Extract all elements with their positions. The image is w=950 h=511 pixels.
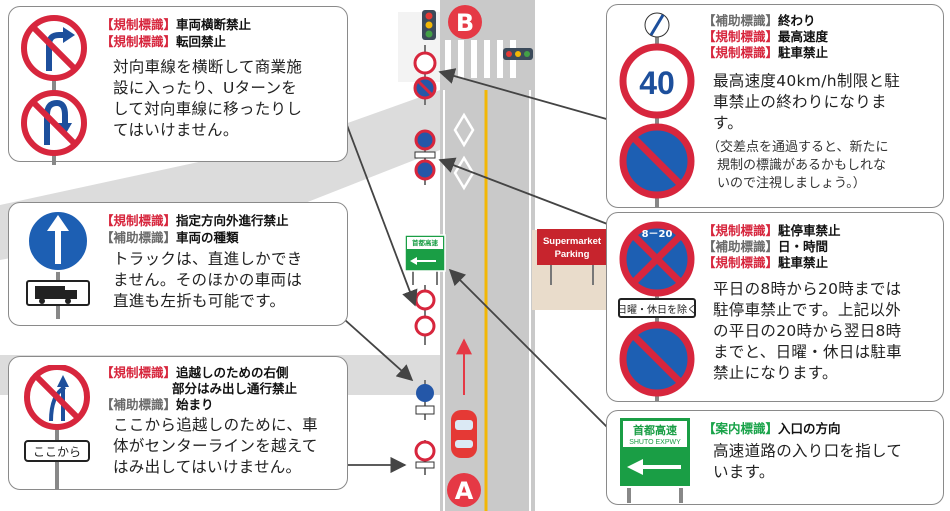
svg-text:B: B xyxy=(456,9,474,37)
callout-tag-line: 【規制標識】車両横断禁止 xyxy=(101,17,252,32)
callout-no-passing-zone: ここから 【規制標識】追越しのための右側 部分はみ出し通行禁止 【補助標識】始ま… xyxy=(8,356,348,490)
pole-signs-no-passing xyxy=(414,440,436,475)
callout-body: 平日の8時から20時までは駐停車禁止です。上記以外の平日の20時から翌日8時まで… xyxy=(713,280,902,382)
callout-tag-line: 【規制標識】駐車禁止 xyxy=(703,45,829,60)
diamond-marking xyxy=(453,155,475,191)
sign-label-start: ここから xyxy=(33,445,81,459)
pole-signs-end xyxy=(413,45,437,105)
callout-designated-direction: 【規制標識】指定方向外進行禁止 【補助標識】車両の種類 トラックは、直進しかでき… xyxy=(8,202,348,326)
callout-body: 対向車線を横断して商業施設に入ったり、Uターンをして対向車線に移ったりしてはいけ… xyxy=(113,58,303,139)
callout-tag-line: 【補助標識】終わり xyxy=(703,13,816,28)
supermarket-sign-line1: Supermarket xyxy=(543,236,602,247)
pole-signs-no-uturn xyxy=(414,285,436,345)
callout-tag-line: 【規制標識】指定方向外進行禁止 xyxy=(101,213,289,228)
callout-end-of-restriction: 40 【補助標識】終わり 【規制標識】最高速度 【規制標識】駐車禁止 最高速度4… xyxy=(606,4,944,208)
supermarket-sign-line2: Parking xyxy=(555,249,590,260)
svg-text:A: A xyxy=(455,477,474,505)
callout-note: （交差点を通過すると、新たに規制の標識があるかもしれないので注視しましょう。） xyxy=(707,140,889,191)
callout-no-right-turn-u-turn: 【規制標識】車両横断禁止 【規制標識】転回禁止 対向車線を横断して商業施設に入っ… xyxy=(8,6,348,165)
callout-no-stopping-parking: 8－20 日曜・休日を除く 【規制標識】駐停車禁止 【補助標識】日・時間 【規制… xyxy=(606,212,944,402)
callout-tag-line: 【案内標識】入口の方向 xyxy=(703,421,841,436)
callout-expressway-entrance: 首都高速 SHUTO EXPWY 【案内標識】入口の方向 高速道路の入り口を指し… xyxy=(606,410,944,505)
pole-signs-no-stopping xyxy=(414,129,436,185)
supermarket-sign: Supermarket Parking xyxy=(537,229,607,285)
callout-tag-line: 【規制標識】追越しのための右側 xyxy=(101,365,289,380)
callout-body: 最高速度40km/h制限と駐車禁止の終わりになります。 xyxy=(713,72,901,132)
expressway-sign-small: 首都高速 xyxy=(404,234,446,285)
callout-tag-line: 【補助標識】日・時間 xyxy=(703,239,829,254)
no-passing-sign-icon: ここから xyxy=(24,365,90,489)
callout-body: ここから追越しのために、車体がセンターラインを越えてはみ出してはいけません。 xyxy=(113,416,318,476)
small-sign-text: 首都高速 xyxy=(412,238,439,247)
callout-tag-line: 【補助標識】車両の種類 xyxy=(101,230,239,245)
diamond-marking xyxy=(453,112,475,148)
expressway-entrance-sign-icon: 首都高速 SHUTO EXPWY xyxy=(618,416,692,503)
connector-arrows xyxy=(344,68,611,474)
traffic-light-north xyxy=(422,10,436,40)
callout-body: トラックは、直進しかできません。そのほかの車両は直進も左折も可能です。 xyxy=(113,250,303,310)
marker-b: B xyxy=(448,5,482,39)
callout-tag-line: 【規制標識】最高速度 xyxy=(703,29,829,44)
car xyxy=(451,410,477,458)
no-right-turn-sign-icon xyxy=(21,15,87,165)
callout-tag-line: 部分はみ出し通行禁止 xyxy=(172,381,298,396)
speed-limit-number: 40 xyxy=(639,65,675,101)
no-stopping-sign-icon: 8－20 日曜・休日を除く xyxy=(617,221,697,401)
traffic-light-east xyxy=(503,48,533,60)
callout-body: 高速道路の入り口を指しています。 xyxy=(713,442,903,481)
expressway-sign-line1: 首都高速 xyxy=(633,423,677,437)
expressway-sign-line2: SHUTO EXPWY xyxy=(629,439,681,446)
straight-only-sign-icon xyxy=(26,210,90,319)
callout-tag-line: 【補助標識】始まり xyxy=(101,397,214,412)
callout-tag-line: 【規制標識】駐車禁止 xyxy=(703,255,829,270)
end-speed-parking-sign-icon: 40 xyxy=(619,12,695,207)
sign-time-range: 8－20 xyxy=(642,229,673,240)
callout-tag-line: 【規制標識】駐停車禁止 xyxy=(703,223,841,238)
marker-a: A xyxy=(447,473,481,507)
callout-tag-line: 【規制標識】転回禁止 xyxy=(101,34,227,49)
sign-plate-text: 日曜・休日を除く xyxy=(617,303,697,316)
pole-signs-direction xyxy=(415,380,435,420)
